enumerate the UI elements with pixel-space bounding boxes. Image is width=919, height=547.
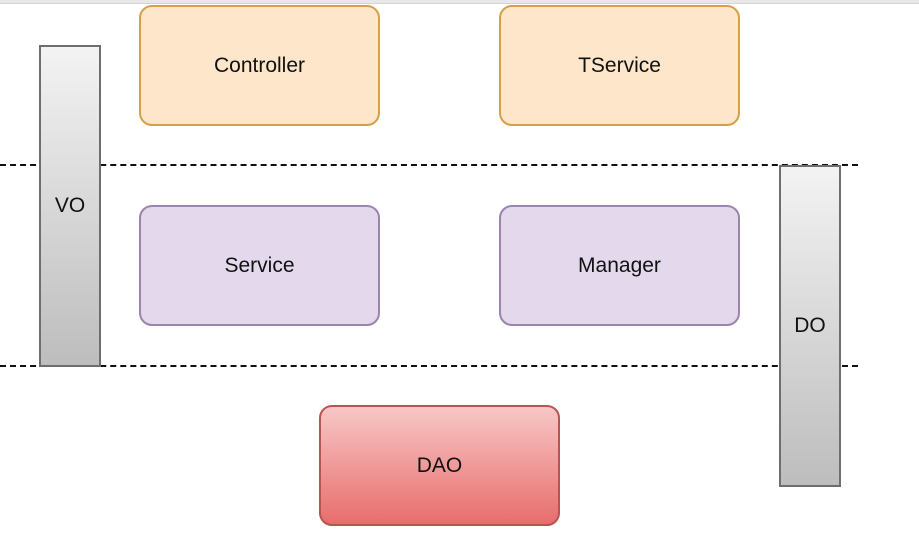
dao-label: DAO [416, 453, 463, 477]
dao-node: DAO [319, 405, 560, 526]
tservice-node: TService [499, 5, 740, 126]
controller-label: Controller [213, 53, 306, 77]
window-top-edge [0, 0, 919, 4]
layer-separator-upper [0, 164, 858, 166]
do-object-bar: DO [779, 165, 841, 487]
do-label: DO [794, 314, 826, 337]
layer-separator-lower [0, 365, 858, 367]
service-node: Service [139, 205, 380, 326]
manager-node: Manager [499, 205, 740, 326]
tservice-label: TService [578, 53, 661, 77]
vo-object-bar: VO [39, 45, 101, 367]
manager-label: Manager [578, 253, 661, 277]
controller-node: Controller [139, 5, 380, 126]
service-label: Service [224, 253, 295, 277]
vo-label: VO [54, 194, 86, 217]
